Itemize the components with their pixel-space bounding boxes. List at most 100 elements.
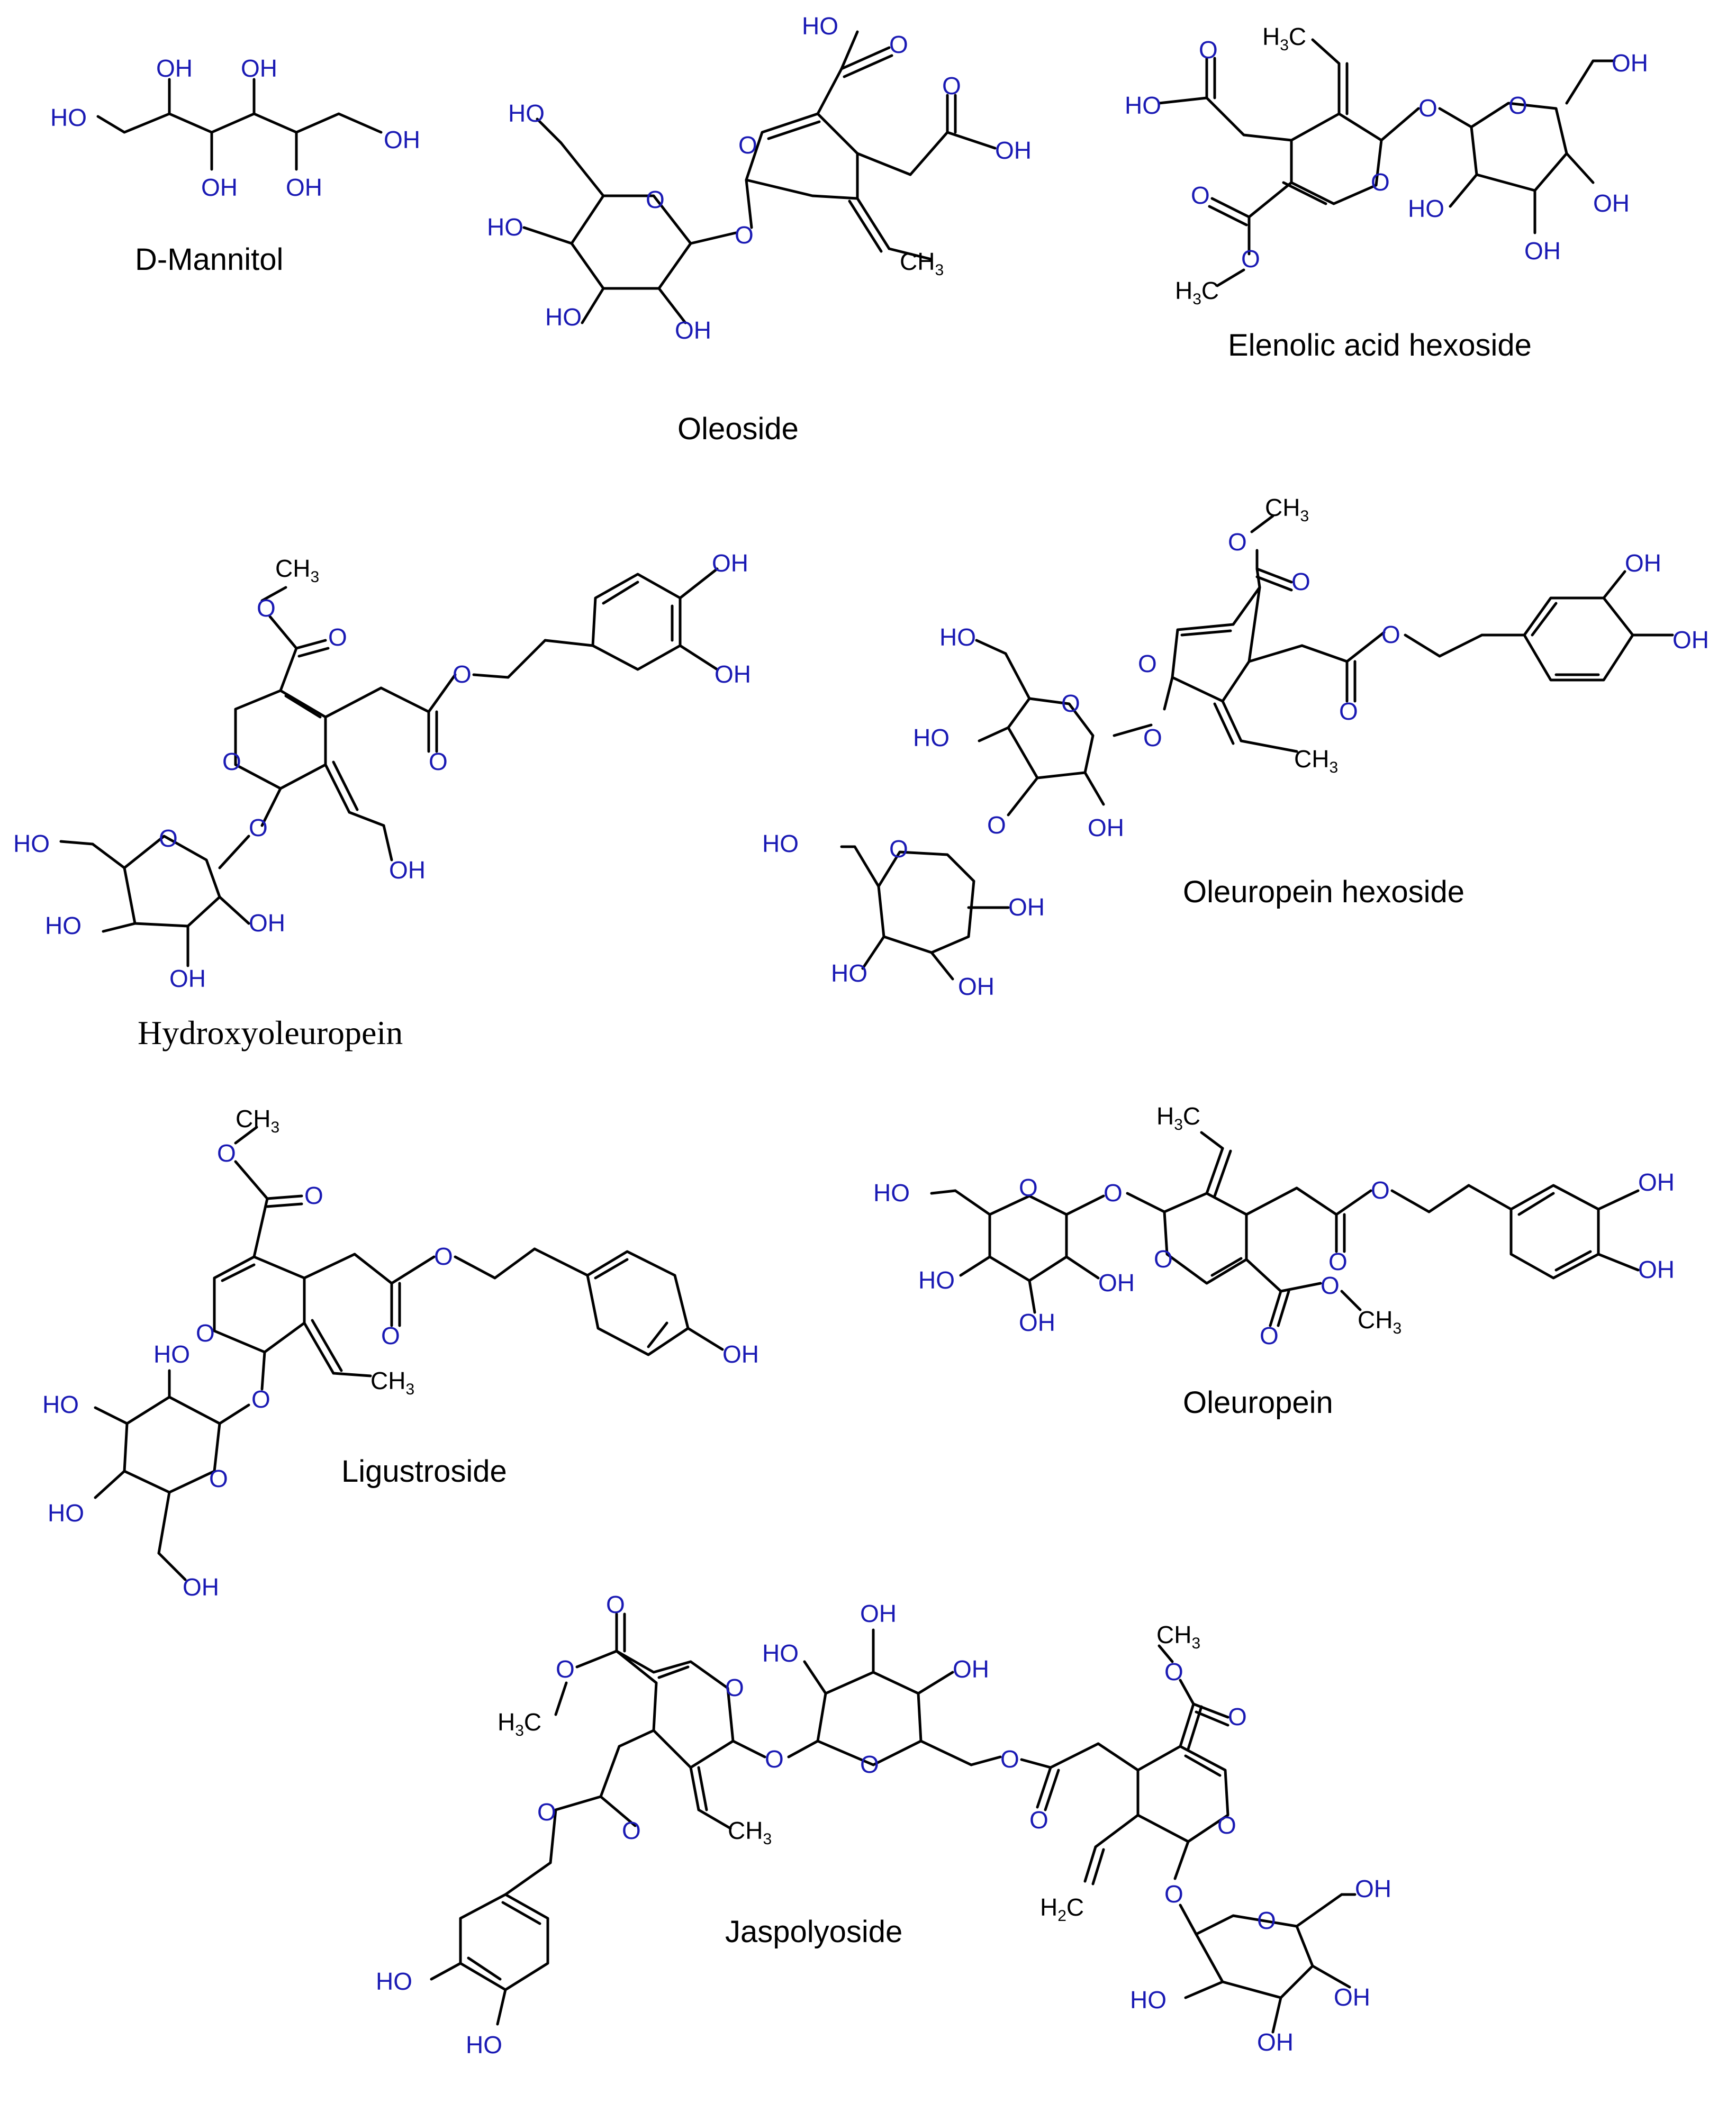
- atom-label: O: [1217, 1811, 1236, 1839]
- atom-label: O: [1321, 1272, 1340, 1299]
- atom-label: O: [1257, 1907, 1276, 1934]
- atom-label: O: [222, 748, 241, 775]
- atom-label: O: [738, 131, 757, 159]
- atom-label: HO: [13, 830, 50, 857]
- atom-label: OH: [722, 1340, 759, 1368]
- atom-label: OH: [1257, 2028, 1294, 2056]
- atom-label: HO: [762, 830, 799, 857]
- atom-label: HO: [939, 623, 976, 651]
- atom-label: O: [1260, 1322, 1279, 1349]
- atom-label: O: [942, 72, 961, 99]
- atom-label: O: [622, 1817, 641, 1844]
- atom-label: OH: [675, 316, 711, 344]
- atom-label: O: [889, 835, 908, 863]
- atom-label: OH: [1638, 1256, 1675, 1283]
- atom-label: O: [1508, 92, 1527, 119]
- atom-label: OH: [249, 909, 285, 937]
- compound-name: Oleuropein: [1183, 1385, 1333, 1420]
- compound-name: Ligustroside: [341, 1454, 507, 1489]
- atom-label: OH: [1625, 549, 1661, 577]
- atom-label: O: [1154, 1245, 1173, 1273]
- atom-label: OH: [384, 126, 420, 153]
- atom-label: H3C: [1156, 1102, 1200, 1134]
- atom-label: O: [1164, 1658, 1183, 1685]
- atom-label: O: [1291, 568, 1310, 595]
- atom-label: O: [251, 1385, 270, 1413]
- atom-label: OH: [1334, 1983, 1370, 2011]
- atom-label: HO: [487, 213, 523, 241]
- atom-label: O: [196, 1319, 215, 1347]
- atom-label: O: [1381, 621, 1400, 648]
- atom-label: HO: [45, 912, 82, 939]
- compound-name: Jaspolyoside: [725, 1915, 902, 1949]
- atom-label: OH: [1524, 237, 1561, 265]
- atom-label: HO: [918, 1266, 955, 1294]
- atom-label: OH: [1672, 626, 1709, 654]
- atom-label: CH3: [728, 1817, 772, 1848]
- atom-label: O: [606, 1591, 625, 1618]
- atom-label: HO: [873, 1179, 910, 1207]
- atom-label: HO: [42, 1391, 79, 1418]
- atom-label: OH: [953, 1655, 989, 1683]
- atom-label: OH: [1355, 1875, 1391, 1902]
- atom-label: O: [987, 811, 1006, 839]
- atom-label: O: [1164, 1880, 1183, 1908]
- compound-name: Oleuropein hexoside: [1183, 875, 1464, 909]
- atom-label: O: [1241, 245, 1260, 273]
- atom-label: O: [453, 660, 472, 688]
- compound-name: Oleoside: [677, 412, 799, 446]
- atom-label: O: [1191, 182, 1210, 209]
- atom-label: O: [429, 748, 448, 775]
- atom-label: O: [217, 1139, 236, 1167]
- atom-label: O: [249, 814, 268, 841]
- atom-label: O: [1138, 650, 1157, 677]
- atom-label: H3C: [498, 1708, 541, 1739]
- atom-label: CH3: [1294, 745, 1338, 776]
- compound-name: Elenolic acid hexoside: [1228, 328, 1532, 362]
- atom-label: CH3: [1156, 1621, 1200, 1652]
- atom-label: HO: [466, 2031, 502, 2059]
- atom-label: OH: [712, 549, 748, 577]
- atom-label: CH3: [1358, 1306, 1402, 1337]
- structure-elenolic-acid-hexoside: H3C O HO O O H3C O O O OH OH OH HO Eleno…: [1125, 23, 1648, 362]
- atom-label: O: [556, 1655, 575, 1683]
- atom-label: OH: [201, 174, 238, 201]
- atom-label: O: [159, 824, 178, 852]
- atom-label: HO: [831, 959, 867, 987]
- atom-label: O: [1199, 36, 1218, 64]
- atom-label: OH: [1088, 814, 1124, 841]
- atom-label: HO: [802, 12, 838, 40]
- atom-label: CH3: [236, 1105, 279, 1136]
- atom-label: O: [1228, 1703, 1247, 1730]
- atom-label: O: [1418, 94, 1437, 122]
- atom-label: O: [1328, 1248, 1348, 1275]
- atom-label: HO: [1130, 1986, 1167, 2014]
- atom-label: OH: [1098, 1269, 1135, 1297]
- atom-label: OH: [183, 1573, 219, 1601]
- atom-label: OH: [860, 1600, 897, 1627]
- atom-label: O: [735, 221, 754, 249]
- atom-label: O: [209, 1465, 228, 1492]
- atom-label: O: [328, 623, 347, 651]
- atom-label: CH3: [900, 248, 944, 279]
- atom-label: O: [889, 31, 908, 58]
- atom-label: O: [537, 1798, 556, 1826]
- atom-label: HO: [153, 1340, 190, 1368]
- atom-label: OH: [995, 137, 1032, 164]
- atom-label: OH: [1612, 49, 1648, 77]
- structure-oleuropein: H3C HO O O HO OH OH O O O OH OH O O CH3 …: [873, 1102, 1675, 1420]
- atom-label: HO: [48, 1499, 84, 1527]
- atom-label: OH: [1008, 893, 1045, 921]
- atom-label: O: [1143, 724, 1162, 751]
- atom-label: OH: [286, 174, 322, 201]
- atom-label: OH: [156, 55, 193, 82]
- atom-label: O: [1339, 697, 1358, 725]
- compound-name: D-Mannitol: [135, 242, 283, 277]
- atom-label: O: [1371, 1176, 1390, 1204]
- atom-label: O: [860, 1751, 879, 1778]
- atom-label: HO: [376, 1968, 412, 1995]
- atom-label: H2C: [1040, 1893, 1084, 1925]
- atom-label: O: [1000, 1745, 1019, 1773]
- atom-label: O: [1104, 1179, 1123, 1207]
